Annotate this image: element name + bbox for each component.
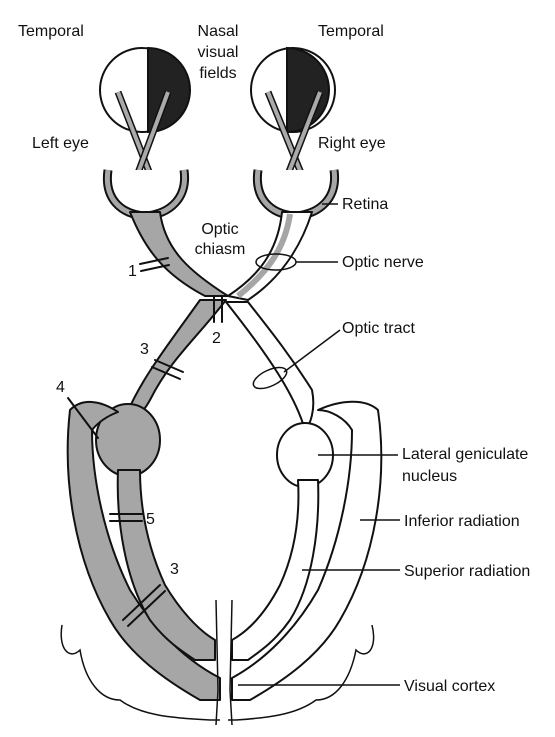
temporal-right-label: Temporal bbox=[318, 23, 384, 40]
left-superior-radiation bbox=[116, 469, 216, 661]
optic-nerve-label: Optic nerve bbox=[342, 254, 424, 271]
right-superior-radiation bbox=[231, 479, 320, 661]
right-optic-nerve bbox=[227, 211, 313, 301]
inferior-radiation-label: Inferior radiation bbox=[404, 513, 520, 530]
lesion-3b-label: 3 bbox=[170, 561, 179, 578]
lesion-1-label: 1 bbox=[128, 263, 137, 280]
callout-lines bbox=[238, 203, 400, 686]
lgn-label-1: Lateral geniculate bbox=[402, 446, 528, 463]
lesion-4-label: 4 bbox=[56, 379, 65, 396]
lesion-2-label: 2 bbox=[212, 330, 221, 347]
chiasm-label-1: Optic bbox=[201, 221, 238, 238]
nasal-label-2: visual bbox=[198, 44, 239, 61]
chiasm-label-2: chiasm bbox=[195, 241, 246, 258]
nasal-label-1: Nasal bbox=[198, 23, 239, 40]
lesion-5-label: 5 bbox=[146, 511, 155, 528]
left-visual-field bbox=[99, 46, 191, 134]
left-eye-retina bbox=[102, 169, 190, 221]
temporal-left-label: Temporal bbox=[18, 23, 84, 40]
left-eye-label: Left eye bbox=[32, 135, 89, 152]
right-visual-field bbox=[250, 46, 336, 134]
optic-tract-label: Optic tract bbox=[342, 320, 415, 337]
visual-cortex-label: Visual cortex bbox=[404, 678, 495, 695]
lgn-label-2: nucleus bbox=[402, 468, 457, 485]
superior-radiation-label: Superior radiation bbox=[404, 563, 530, 580]
lesion-3-label: 3 bbox=[140, 341, 149, 358]
right-inferior-radiation bbox=[231, 400, 383, 701]
retina-label: Retina bbox=[342, 196, 388, 213]
nasal-label-3: fields bbox=[199, 65, 236, 82]
left-optic-tract bbox=[124, 299, 227, 420]
right-optic-tract bbox=[225, 301, 315, 431]
visual-cortex-outline bbox=[60, 599, 375, 726]
right-eye-retina bbox=[252, 169, 340, 221]
right-eye-label: Right eye bbox=[318, 135, 386, 152]
lesion-marks bbox=[67, 257, 223, 627]
